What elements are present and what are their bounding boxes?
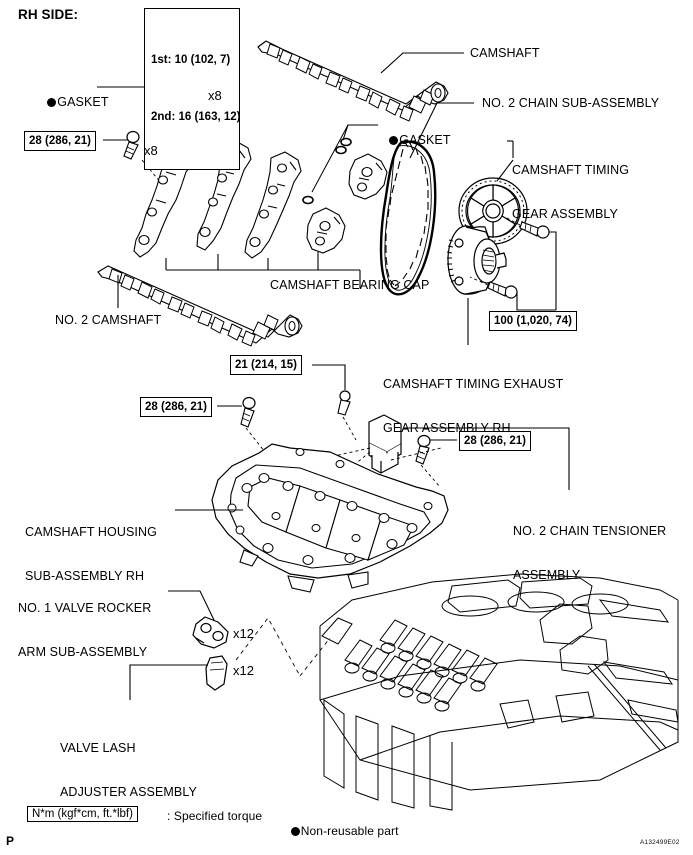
callout-no2-camshaft: NO. 2 CAMSHAFT [55,313,162,327]
quantity-rocker-arm: x12 [233,626,254,641]
non-reusable-dot-icon [47,97,57,107]
callout-tensioner-line1: NO. 2 CHAIN TENSIONER [513,524,667,538]
callout-no2-chain-sub-assembly: NO. 2 CHAIN SUB-ASSEMBLY [482,96,660,110]
quantity-housing-bolt: x8 [144,143,158,158]
page-title: RH SIDE: [18,7,79,22]
torque-spec-housing-bolt-right: 28 (286, 21) [459,431,532,451]
callout-rocker-line2: ARM SUB-ASSEMBLY [18,644,148,659]
callout-camshaft-housing-sub-assembly: CAMSHAFT HOUSING SUB-ASSEMBLY RH [25,496,157,612]
callout-camshaft: CAMSHAFT [470,46,540,60]
callout-no1-valve-rocker-arm: NO. 1 VALVE ROCKER ARM SUB-ASSEMBLY [18,572,151,688]
non-reusable-legend-dot-icon [290,826,300,836]
callout-rocker-line1: NO. 1 VALVE ROCKER [18,601,152,615]
callout-exhaust-gear-line2: GEAR ASSEMBLY RH [383,420,511,435]
callout-valve-lash-adjuster: VALVE LASH ADJUSTER ASSEMBLY [60,712,197,828]
torque-spec-housing-bolt-left: 28 (286, 21) [24,131,97,151]
callout-camshaft-bearing-cap: CAMSHAFT BEARING CAP [270,278,430,292]
callout-camshaft-timing-gear-line2: GEAR ASSEMBLY [512,206,618,221]
legend-unit-box: N*m (kgf*cm, ft.*lbf) [27,806,138,822]
page-mark: P [6,834,15,848]
torque-spec-gear-bolt: 100 (1,020, 74) [489,311,578,331]
quantity-lash-adjuster: x12 [233,663,254,678]
callout-gasket-mid-text: GASKET [399,132,451,147]
non-reusable-dot-icon-2 [389,135,399,145]
torque-line-2: 2nd: 16 (163, 12) [151,111,241,123]
callout-gasket-mid: GASKET [375,118,451,162]
quantity-cap-bolt: x8 [208,88,222,103]
callout-exhaust-gear-line1: CAMSHAFT TIMING EXHAUST [383,377,564,391]
callout-gasket-upper-text: GASKET [57,94,109,109]
callout-tensioner-line2: ASSEMBLY [513,567,581,582]
callout-camshaft-timing-exhaust-gear: CAMSHAFT TIMING EXHAUST GEAR ASSEMBLY RH [383,348,563,464]
legend-non-reusable: Non-reusable part [277,809,399,853]
callout-gasket-upper: GASKET [33,80,109,124]
callout-camshaft-timing-gear-line1: CAMSHAFT TIMING [512,163,630,177]
torque-line-1: 1st: 10 (102, 7) [151,54,231,66]
legend-non-reusable-text: Non-reusable part [300,823,399,838]
callout-no2-chain-tensioner: NO. 2 CHAIN TENSIONER ASSEMBLY [513,495,666,611]
callout-lash-line2: ADJUSTER ASSEMBLY [60,784,197,799]
torque-spec-housing-bolt-mid: 28 (286, 21) [140,397,213,417]
callout-camshaft-timing-gear-assembly: CAMSHAFT TIMING GEAR ASSEMBLY [512,134,629,250]
figure-code: A132499E02 [640,839,680,846]
callout-lash-line1: VALVE LASH [60,741,136,755]
callout-housing-line2: SUB-ASSEMBLY RH [25,568,145,583]
legend-unit-suffix: : Specified torque [167,809,263,823]
torque-spec-bearing-cap-bolt: 1st: 10 (102, 7) 2nd: 16 (163, 12) [144,8,240,170]
callout-housing-line1: CAMSHAFT HOUSING [25,525,157,539]
torque-spec-tensioner-stud: 21 (214, 15) [230,355,303,375]
